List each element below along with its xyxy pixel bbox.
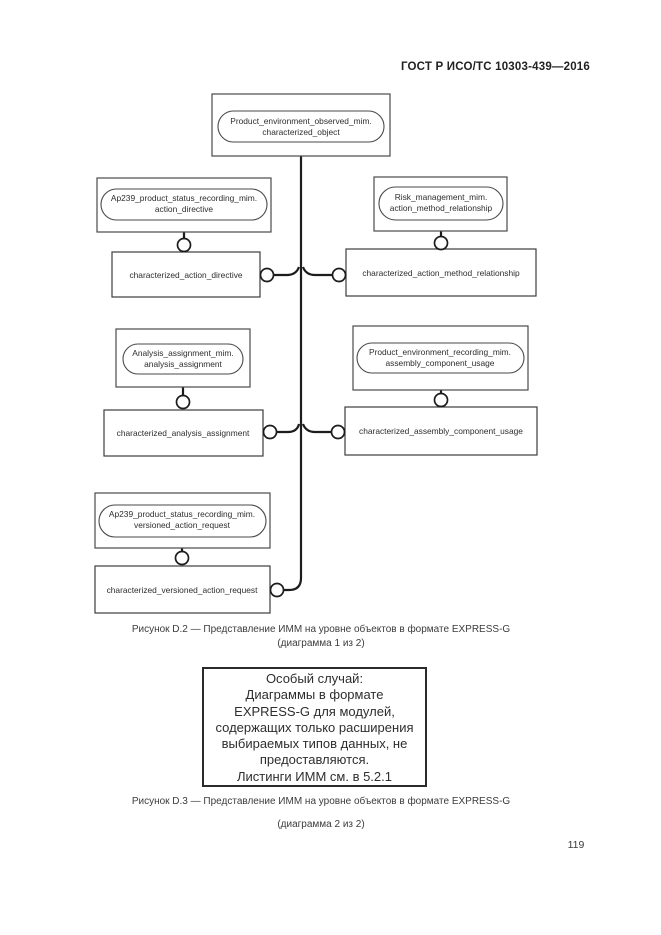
entity-node-char-action-directive: characterized_action_directive <box>111 251 261 298</box>
branch-analysis-line <box>277 423 301 434</box>
schema-label-line2: characterized_object <box>262 127 340 137</box>
branch-action-method-line <box>301 266 332 277</box>
entity-box <box>103 409 264 457</box>
figure-d3-special-case-box: Особый случай: Диаграммы в формате EXPRE… <box>202 667 427 787</box>
entity-box <box>94 565 271 614</box>
schema-stadium <box>356 342 525 374</box>
entity-node-char-versioned: characterized_versioned_action_request <box>94 565 271 614</box>
note-line: содержащих только расширения <box>215 719 414 735</box>
schema-label-line2: action_directive <box>155 204 214 214</box>
schema-node-risk-mgmt: Risk_management_mim. action_method_relat… <box>373 176 508 232</box>
schema-stadium <box>122 343 244 375</box>
entity-label: characterized_assembly_component_usage <box>359 426 523 436</box>
figure-d3-caption-line2: (диаграмма 2 из 2) <box>277 819 365 830</box>
connector-circle-action-directive <box>259 267 275 283</box>
connector-circle-assembly-branch <box>330 424 346 440</box>
schema-node-pe-recording: Product_environment_recording_mim. assem… <box>352 325 529 391</box>
schema-label-line1: Ap239_product_status_recording_mim. <box>111 193 257 203</box>
note-line: Листинги ИММ см. в 5.2.1 <box>236 768 392 784</box>
connector-circle-pe-recording <box>433 392 449 408</box>
schema-stadium <box>378 186 504 221</box>
schema-node-pe-observed: Product_environment_observed_mim. charac… <box>211 93 391 157</box>
trunk-connector-line <box>284 156 303 592</box>
schema-node-ap239-versioned: Ap239_product_status_recording_mim. vers… <box>94 492 271 549</box>
entity-box <box>345 248 537 297</box>
schema-node-analysis: Analysis_assignment_mim. analysis_assign… <box>115 328 251 388</box>
entity-label: characterized_analysis_assignment <box>117 428 250 438</box>
page-number: 119 <box>567 839 585 851</box>
schema-label-line1: Product_environment_observed_mim. <box>230 116 372 126</box>
express-g-diagram: Product_environment_observed_mim. charac… <box>94 93 538 614</box>
connector-circle-ap239-action <box>176 237 192 253</box>
connector-circle-analysis-branch <box>262 424 278 440</box>
schema-stadium <box>98 504 267 538</box>
schema-label-line2: assembly_component_usage <box>386 358 495 368</box>
connector-circle-ap239-versioned <box>174 550 190 566</box>
figure-d3-caption: Рисунок D.3 — Представление ИММ на уровн… <box>91 795 551 832</box>
connector-circle-risk <box>433 235 449 251</box>
entity-node-char-analysis: characterized_analysis_assignment <box>103 409 264 457</box>
schema-node-ap239-action: Ap239_product_status_recording_mim. acti… <box>96 177 272 233</box>
figure-d2-caption-line2: (диаграмма 1 из 2) <box>277 638 365 649</box>
schema-label-line1: Ap239_product_status_recording_mim. <box>109 509 255 519</box>
entity-label: characterized_action_method_relationship <box>362 268 520 278</box>
figure-d2-caption-line1: Рисунок D.2 — Представление ИММ на уровн… <box>131 624 511 635</box>
note-line: Диаграммы в формате <box>245 687 384 703</box>
schema-label-line1: Product_environment_recording_mim. <box>369 347 511 357</box>
entity-label: characterized_versioned_action_request <box>107 585 259 595</box>
entity-box <box>111 251 261 298</box>
note-line: EXPRESS-G для модулей, <box>234 703 395 719</box>
schema-label-line1: Risk_management_mim. <box>395 192 488 202</box>
schema-label-line2: versioned_action_request <box>134 520 231 530</box>
connector-circle-action-method <box>331 267 347 283</box>
branch-assembly-line <box>301 423 331 434</box>
schema-label-line2: action_method_relationship <box>390 203 493 213</box>
entity-label: characterized_action_directive <box>129 270 242 280</box>
note-line: Особый случай: <box>265 671 364 686</box>
connector-circle-versioned-branch <box>269 582 285 598</box>
standard-reference-header: ГОСТ Р ИСО/ТС 10303-439—2016 <box>400 61 590 73</box>
figure-d3-caption-line1: Рисунок D.3 — Представление ИММ на уровн… <box>131 796 511 807</box>
branch-action-directive-line <box>274 266 301 277</box>
connector-circle-analysis <box>175 394 191 410</box>
schema-label-line2: analysis_assignment <box>144 359 222 369</box>
note-line: выбираемых типов данных, не <box>221 736 408 752</box>
entity-node-char-action-method: characterized_action_method_relationship <box>345 248 537 297</box>
entity-node-char-assembly: characterized_assembly_component_usage <box>344 406 538 456</box>
schema-stadium <box>217 110 385 143</box>
schema-stadium <box>100 188 268 221</box>
figure-d2-caption: Рисунок D.2 — Представление ИММ на уровн… <box>91 623 551 651</box>
schema-label-line1: Analysis_assignment_mim. <box>132 348 233 358</box>
note-line: предоставляются. <box>259 752 370 768</box>
